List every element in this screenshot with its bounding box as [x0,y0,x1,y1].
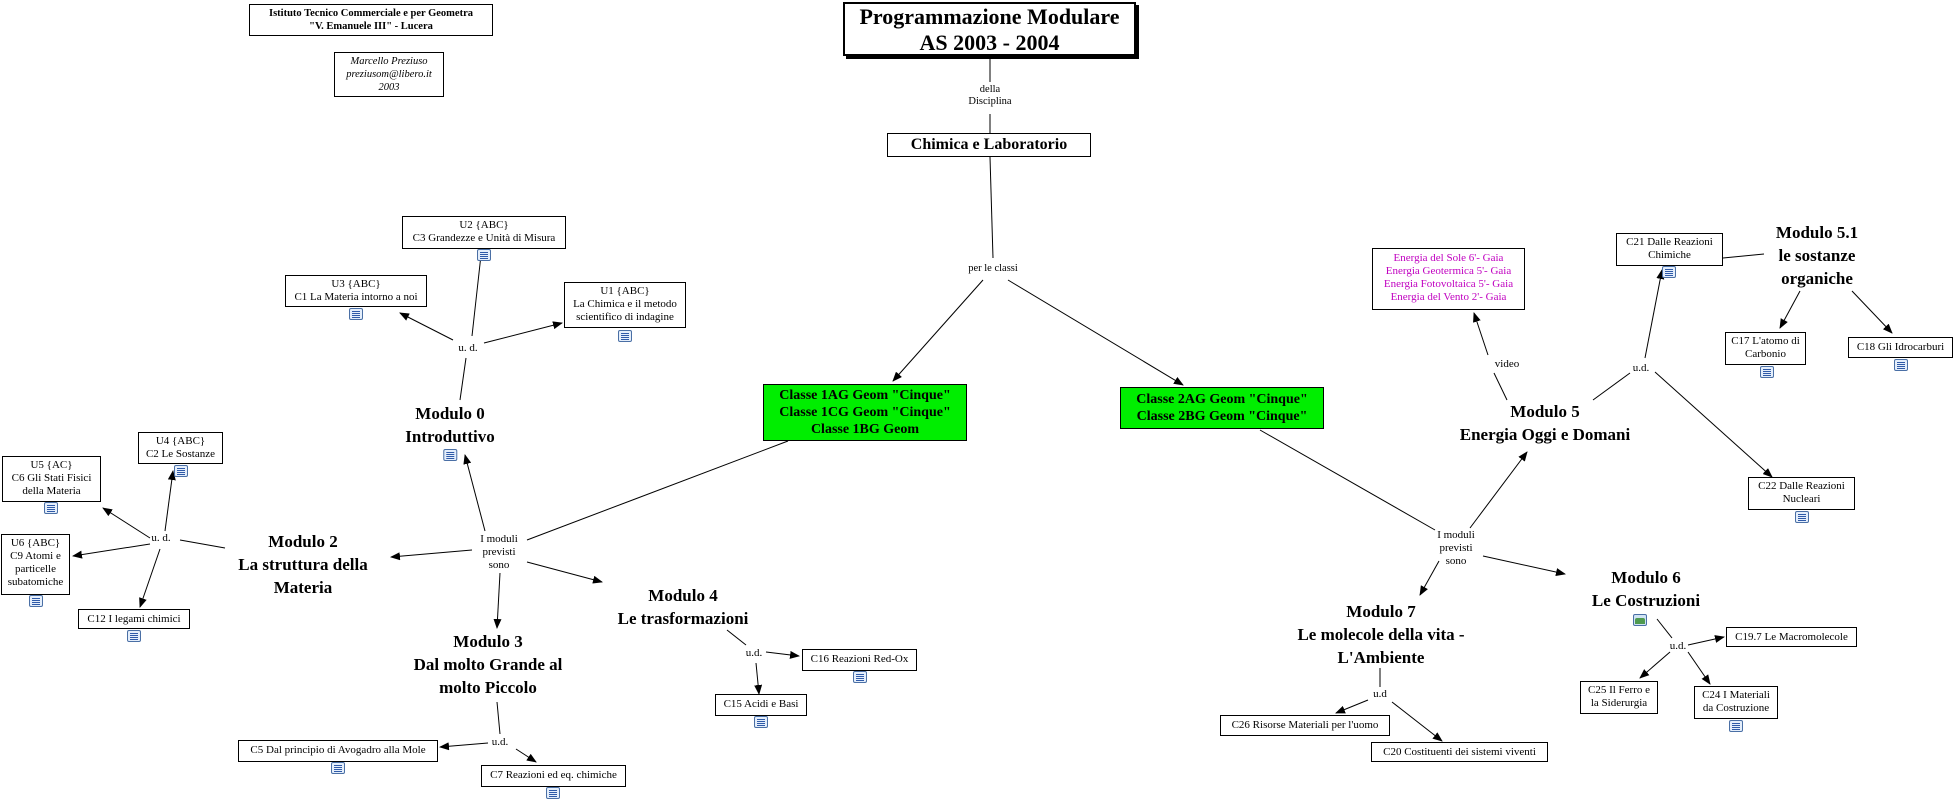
unit-c7[interactable]: C7 Reazioni ed eq. chimiche [481,765,626,787]
link-moduli-previsti-left: I moduli previsti sono [480,533,518,571]
concept-map-icon[interactable] [1795,511,1809,523]
institute-city: "V. Emanuele III" - Lucera [309,21,433,32]
link-moduli-previsti-right: I moduli previsti sono [1437,529,1475,567]
author-year: 2003 [378,82,400,93]
link-ud-module-6: u.d. [1669,640,1687,652]
class-1ag: Classe 1AG Geom "Cinque" [779,388,951,403]
unit-u4[interactable]: U4 {ABC} C2 Le Sostanze [138,432,223,464]
module-3[interactable]: Modulo 3 Dal molto Grande al molto Picco… [413,632,563,697]
class-1cg: Classe 1CG Geom "Cinque" [779,405,951,420]
image-icon[interactable] [1633,614,1647,626]
unit-c25[interactable]: C25 Il Ferro e la Siderurgia [1580,681,1658,714]
subject-box: Chimica e Laboratorio [887,133,1091,157]
concept-map-icon[interactable] [29,595,43,607]
concept-map-icon[interactable] [349,308,363,320]
unit-u6[interactable]: U6 {ABC} C9 Atomi e particelle subatomic… [1,534,70,595]
concept-map-icon[interactable] [477,249,491,261]
class-2ag: Classe 2AG Geom "Cinque" [1136,392,1308,407]
concept-map-icon[interactable] [1729,720,1743,732]
concept-map-icon[interactable] [1760,366,1774,378]
video-box[interactable]: Energia del Sole 6'- Gaia Energia Geoter… [1372,248,1525,310]
concept-map-icon[interactable] [174,465,188,477]
main-title: Programmazione Modulare AS 2003 - 2004 [843,2,1136,56]
unit-c20[interactable]: C20 Costituenti dei sistemi viventi [1371,742,1548,762]
module-6[interactable]: Modulo 6 Le Costruzioni [1591,568,1701,610]
concept-map-icon[interactable] [546,787,560,799]
video-geotermica[interactable]: Energia Geotermica 5'- Gaia [1385,265,1512,277]
link-per-le-classi: per le classi [968,263,1018,274]
institute-name: Istituto Tecnico Commerciale e per Geome… [268,8,474,19]
unit-c15[interactable]: C15 Acidi e Basi [715,694,807,716]
concept-map-icon[interactable] [331,762,345,774]
title-line-2: AS 2003 - 2004 [919,30,1060,55]
concept-map-icon[interactable] [443,449,457,461]
link-della-disciplina: della Disciplina [968,84,1012,107]
author-box: Marcello Preziuso preziusom@libero.it 20… [334,52,444,97]
concept-map-icon[interactable] [853,671,867,683]
link-ud-module-5: u.d. [1632,362,1650,374]
unit-c5[interactable]: C5 Dal principio di Avogadro alla Mole [238,740,438,762]
unit-c16[interactable]: C16 Reazioni Red-Ox [802,649,917,671]
link-ud-module-7: u.d [1373,688,1387,700]
title-line-1: Programmazione Modulare [859,4,1120,29]
unit-u1[interactable]: U1 {ABC} La Chimica e il metodo scientif… [564,282,686,328]
subject-name: Chimica e Laboratorio [910,136,1068,153]
concept-map-icon[interactable] [1894,359,1908,371]
link-ud-module-4: u.d. [745,647,763,659]
module-7[interactable]: Modulo 7 Le molecole della vita - L'Ambi… [1297,602,1465,667]
concept-map-icon[interactable] [127,630,141,642]
video-sole[interactable]: Energia del Sole 6'- Gaia [1393,252,1504,264]
link-video: video [1494,358,1520,370]
unit-c17[interactable]: C17 L'atomo di Carbonio [1725,332,1806,365]
class-1bg: Classe 1BG Geom [810,422,920,437]
module-2[interactable]: Modulo 2 La struttura della Materia [238,532,368,597]
concept-map-icon[interactable] [754,716,768,728]
unit-u2[interactable]: U2 {ABC} C3 Grandezze e Unità di Misura [402,216,566,249]
unit-c12[interactable]: C12 I legami chimici [78,609,190,629]
concept-map-icon[interactable] [1662,266,1676,278]
author-email: preziusom@libero.it [346,69,432,80]
concept-map-icon[interactable] [618,330,632,342]
class-box-left[interactable]: Classe 1AG Geom "Cinque" Classe 1CG Geom… [763,384,967,441]
author-name: Marcello Preziuso [350,56,428,67]
unit-u5[interactable]: U5 {AC} C6 Gli Stati Fisici della Materi… [2,456,101,502]
link-ud-module-0: u. d. [458,342,478,354]
institute-box: Istituto Tecnico Commerciale e per Geome… [249,4,493,36]
unit-c19-7[interactable]: C19.7 Le Macromolecole [1726,627,1857,647]
module-0[interactable]: Modulo 0 Introduttivo [405,402,495,461]
link-ud-module-3: u.d. [491,736,509,748]
unit-c22[interactable]: C22 Dalle Reazioni Nucleari [1748,477,1855,510]
unit-c18[interactable]: C18 Gli Idrocarburi [1848,337,1953,358]
module-4[interactable]: Modulo 4 Le trasformazioni [617,586,749,628]
module-5[interactable]: Modulo 5 Energia Oggi e Domani [1459,402,1631,444]
video-vento[interactable]: Energia del Vento 2'- Gaia [1390,291,1507,303]
class-box-right[interactable]: Classe 2AG Geom "Cinque" Classe 2BG Geom… [1120,387,1324,429]
link-ud-module-2: u. d. [151,532,171,544]
unit-u3[interactable]: U3 {ABC} C1 La Materia intorno a noi [285,275,427,307]
concept-map-icon[interactable] [44,502,58,514]
module-5-1[interactable]: Modulo 5.1 le sostanze organiche [1775,223,1859,288]
unit-c24[interactable]: C24 I Materiali da Costruzione [1694,686,1778,719]
class-2bg: Classe 2BG Geom "Cinque" [1136,409,1308,424]
unit-c21[interactable]: C21 Dalle Reazioni Chimiche [1616,233,1723,266]
unit-c26[interactable]: C26 Risorse Materiali per l'uomo [1220,715,1390,736]
video-fotovoltaica[interactable]: Energia Fotovoltaica 5'- Gaia [1383,278,1514,290]
